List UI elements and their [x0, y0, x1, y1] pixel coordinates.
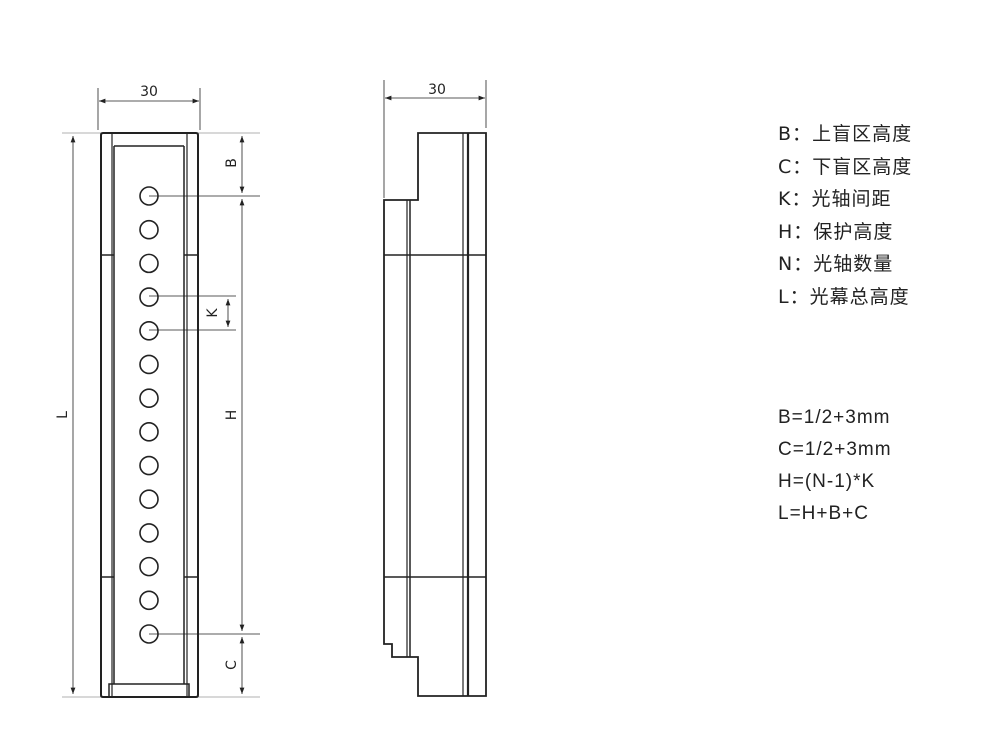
legend-item: N：光轴数量	[778, 253, 894, 275]
legend-item: K：光轴间距	[778, 188, 892, 210]
lens-circle	[139, 624, 159, 644]
lens-circle	[139, 422, 159, 442]
lens-circle	[139, 523, 159, 543]
lens-circle	[139, 219, 159, 240]
side-width-label: 30	[428, 82, 446, 98]
lens-circle	[139, 590, 159, 611]
lens-circle	[139, 287, 159, 307]
legend-item: C：下盲区高度	[778, 155, 913, 178]
front-view	[62, 88, 260, 698]
lens-circle	[139, 455, 159, 476]
optical-axis-lenses	[139, 186, 159, 644]
lens-circle	[139, 253, 159, 274]
front-width-label: 30	[140, 84, 158, 100]
lens-circle	[139, 354, 159, 375]
B-label: B	[224, 158, 240, 168]
C-label: C	[224, 660, 240, 670]
legend-item: L：光幕总高度	[778, 285, 910, 308]
side-view	[383, 80, 487, 697]
lens-circle	[139, 388, 159, 408]
H-label: H	[224, 410, 240, 421]
legend: B：上盲区高度 C：下盲区高度 K：光轴间距 H：保护高度 N：光轴数量 L：光…	[778, 118, 912, 313]
formula: L=H+B+C	[778, 503, 869, 524]
lens-circle	[139, 320, 159, 341]
lens-circle	[139, 556, 159, 577]
L-label: L	[55, 411, 71, 419]
lens-circle	[139, 186, 159, 206]
lens-circle	[139, 489, 159, 510]
legend-item: H：保护高度	[778, 220, 894, 243]
formulas: B=1/2+3mm C=1/2+3mm H=(N-1)*K L=H+B+C	[778, 402, 892, 530]
formula: C=1/2+3mm	[778, 439, 892, 460]
formula: H=(N-1)*K	[778, 471, 876, 492]
K-label: K	[205, 308, 221, 318]
formula: B=1/2+3mm	[778, 407, 891, 428]
legend-item: B：上盲区高度	[778, 123, 913, 145]
